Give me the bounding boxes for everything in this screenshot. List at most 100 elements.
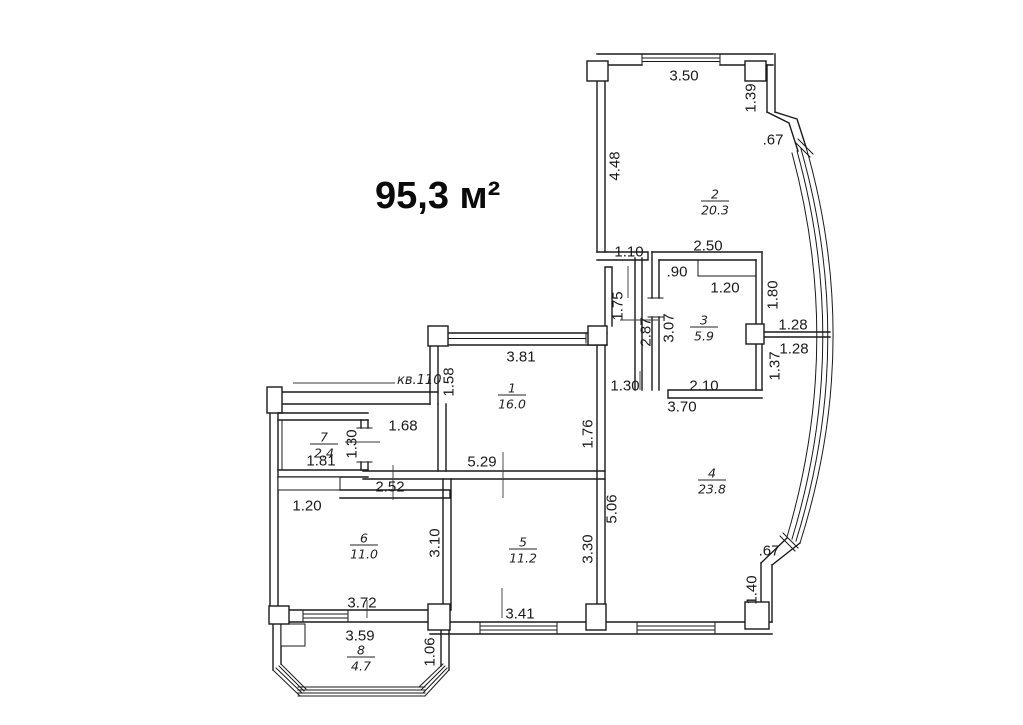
window-bottom-1 [479,621,558,635]
room-number: 7 [320,430,328,445]
dimension-label: 5.29 [467,454,496,471]
door-stub [647,297,664,318]
window-top [641,53,721,66]
room-area: 23.8 [698,482,726,497]
dimension-label: .90 [667,264,688,281]
wall-segment [437,403,447,472]
pillar [587,325,608,346]
dimension-label: 1.76 [580,419,597,448]
pillar [744,60,767,82]
dimension-label: 1.30 [610,378,639,395]
wall-segment [596,251,649,261]
wall-segment [440,627,450,671]
window-room6 [302,609,349,623]
dimension-label: 5.06 [604,494,621,523]
dimension-label: 2.50 [693,238,722,255]
wall-notch [266,386,283,414]
wall-segment [766,53,776,113]
dimension-label: 3.81 [506,349,535,366]
dimension-label: 1.28 [779,341,808,358]
dimension-label: 1.39 [743,83,760,112]
window-room1 [446,333,587,344]
dimension-label: 1.20 [292,498,321,515]
dimension-label: 3.10 [427,528,444,557]
balcony-window-right [418,663,450,697]
dimension-label: 3.30 [580,534,597,563]
room-number: 4 [708,466,716,481]
wall-segment [634,257,643,391]
total-area-label: 95,3 м² [375,175,500,217]
dimension-label: 3.50 [669,68,698,85]
dimension-label: .67 [759,543,780,560]
room-area: 20.3 [701,203,729,218]
door-stub [356,427,373,463]
window-bottom-2 [636,621,716,635]
dimension-label: 3.59 [345,628,374,645]
neighbor-apartment-label: кв.110 [397,373,441,388]
dimension-label: 3.72 [347,595,376,612]
dimension-label: 1.81 [306,453,335,470]
dimension-label: 2.87 [638,317,655,346]
wall-segment [761,331,831,338]
balcony-window-bottom [297,686,426,697]
wall-segment [277,469,369,478]
curved-facade-window [779,138,834,552]
dimension-label: 1.28 [778,317,807,334]
room-number: 8 [357,643,365,658]
room-number: 1 [508,381,516,396]
dimension-label: 1.68 [388,418,417,435]
wall-segment [269,391,439,405]
wall-segment [760,537,801,566]
room-number: 5 [519,535,527,550]
dimension-label: 1.30 [344,429,361,458]
wall-segment [442,478,452,611]
wall-segment [277,412,369,421]
tick-lines [293,266,658,618]
dimension-label: 3.70 [667,399,696,416]
dimension-label: 1.06 [422,637,439,666]
pillar [585,603,607,631]
dimension-label: 1.80 [765,280,782,309]
room-area: 4.7 [351,659,371,674]
dimension-label: .67 [763,132,784,149]
wall-segment [269,397,279,611]
wall-segment [651,251,660,391]
dimension-label: 1.58 [441,367,458,396]
balcony-window-left [272,663,307,697]
wall-segment [269,609,451,623]
wall-segment [429,344,439,405]
pillar [427,325,449,347]
dimension-label: 1.20 [710,280,739,297]
pillar [586,60,609,82]
room-area: 16.0 [498,397,526,412]
wall-segment [596,344,606,623]
wall-segment [596,80,606,253]
wall-segment [272,623,282,671]
room-number: 3 [700,313,708,328]
dimension-label: 1.37 [767,351,784,380]
dimension-label: 1.40 [744,575,761,604]
wall-segment [667,389,763,399]
wall-chunk [277,476,341,491]
room-number: 2 [711,187,719,202]
wall-segment [604,266,613,327]
dimension-label: 1.10 [614,244,643,261]
wall-segment [755,251,763,391]
wall-segment [362,470,606,480]
dimension-label: 1.75 [610,291,627,320]
room-area: 11.0 [350,547,378,562]
pillar [268,605,290,625]
balcony [272,623,450,697]
closet-line [697,259,757,277]
dimension-label: 3.07 [661,313,678,342]
wall-segment [360,419,369,471]
pillar [744,601,770,630]
room-area: 11.2 [509,551,537,566]
pillar [745,323,765,345]
dimension-label: 2.10 [689,378,718,395]
room-area: 5.9 [694,329,714,344]
window-hatch [794,138,814,158]
